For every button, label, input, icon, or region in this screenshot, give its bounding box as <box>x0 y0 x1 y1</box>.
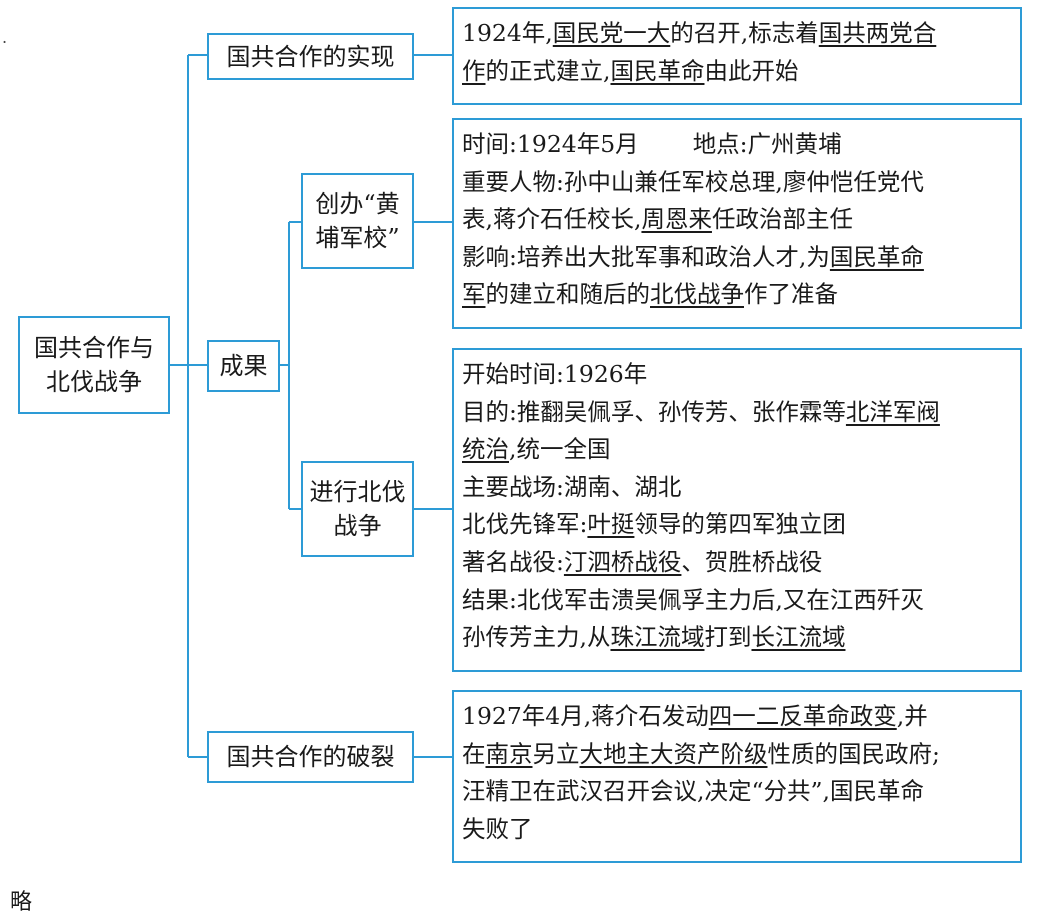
detail-whampoa: 时间:1924年5月地点:广州黄埔 重要人物:孙中山兼任军校总理,廖仲恺任党代 … <box>452 118 1022 329</box>
whampoa-people-line2: 表,蒋介石任校长,周恩来任政治部主任 <box>462 201 1012 239</box>
split-line2: 在南京另立大地主大资产阶级性质的国民政府; <box>462 736 1012 774</box>
key-term: 珠江流域 <box>610 623 705 652</box>
split-line1: 1927年4月,蒋介石发动四一二反革命政变,并 <box>462 698 1012 736</box>
branch-realize-label: 国共合作的实现 <box>226 42 395 71</box>
text-segment: 1924年, <box>462 19 553 47</box>
whampoa-label-line1: 创办“黄 <box>315 190 400 218</box>
split-line4: 失败了 <box>462 814 533 843</box>
expedition-goal-line1: 目的:推翻吴佩孚、孙传芳、张作霖等北洋军阀 <box>462 394 1012 432</box>
text-segment: 在 <box>462 739 486 768</box>
branch-split: 国共合作的破裂 <box>207 731 414 783</box>
expedition-vanguard: 北伐先锋军:叶挺领导的第四军独立团 <box>462 506 1012 544</box>
key-term: 统治 <box>462 435 509 464</box>
expedition-start: 开始时间:1926年 <box>462 360 648 388</box>
key-term: 南京 <box>485 739 533 768</box>
key-term: 国共两党合 <box>818 19 937 47</box>
whampoa-time: 时间:1924年5月 <box>462 130 639 158</box>
text-segment: 影响:培养出大批军事和政治人才,为 <box>462 242 830 271</box>
detail-split: 1927年4月,蒋介石发动四一二反革命政变,并 在南京另立大地主大资产阶级性质的… <box>452 690 1022 863</box>
key-term: 国民革命 <box>829 242 924 271</box>
root-label-line2: 北伐战争 <box>46 368 142 396</box>
key-term: 国民革命 <box>610 56 705 85</box>
key-term: 作 <box>462 56 486 85</box>
key-term: 汀泗桥战役 <box>563 547 682 576</box>
text-segment: 1927年4月,蒋介石发动 <box>462 702 709 730</box>
expedition-label-line2: 战争 <box>333 512 382 540</box>
branch-whampoa: 创办“黄 埔军校” <box>301 173 414 269</box>
text-segment: ,并 <box>896 702 928 730</box>
key-term: 四一二反革命政变 <box>708 702 897 730</box>
expedition-result-line2: 孙传芳主力,从珠江流域打到长江流域 <box>462 619 1012 657</box>
expedition-result-line1: 结果:北伐军击溃吴佩孚主力后,又在江西歼灭 <box>462 585 924 614</box>
split-line3: 汪精卫在武汉召开会议,决定“分共”,国民革命 <box>462 777 924 806</box>
root-node: 国共合作与 北伐战争 <box>18 316 170 414</box>
key-term: 国民党一大 <box>552 19 671 47</box>
text-segment: 另立 <box>532 739 580 768</box>
expedition-battlefield: 主要战场:湖南、湖北 <box>462 472 682 501</box>
detail-expedition: 开始时间:1926年 目的:推翻吴佩孚、孙传芳、张作霖等北洋军阀 统治,统一全国… <box>452 348 1022 672</box>
whampoa-label-line2: 埔军校” <box>315 224 400 252</box>
text-segment: 著名战役: <box>462 547 564 576</box>
whampoa-time-place: 时间:1924年5月 地点:广州黄埔 <box>462 126 1012 164</box>
detail-realize: 1924年,国民党一大的召开,标志着国共两党合 作的正式建立,国民革命由此开始 <box>452 7 1022 105</box>
expedition-battles: 著名战役:汀泗桥战役、贺胜桥战役 <box>462 544 1012 582</box>
text-segment: ,统一全国 <box>509 435 611 464</box>
text-segment: 表,蒋介石任校长, <box>462 205 642 234</box>
text-segment: 的召开,标志着 <box>670 19 819 47</box>
text-segment: 作了准备 <box>744 280 838 309</box>
whampoa-impact-line1: 影响:培养出大批军事和政治人才,为国民革命 <box>462 239 1012 277</box>
key-term: 军 <box>462 280 486 309</box>
text-segment: 领导的第四军独立团 <box>634 510 846 539</box>
whampoa-place: 地点:广州黄埔 <box>692 130 842 158</box>
expedition-label-line1: 进行北伐 <box>309 478 406 506</box>
key-term: 周恩来 <box>641 205 712 234</box>
key-term: 长江流域 <box>751 623 846 652</box>
footer-note: 略 <box>10 890 33 915</box>
text-segment: 孙传芳主力,从 <box>462 623 611 652</box>
key-term: 大地主大资产阶级 <box>579 739 768 768</box>
key-term: 北洋军阀 <box>845 397 940 426</box>
text-segment: 打到 <box>704 623 752 652</box>
text-segment: 由此开始 <box>704 56 799 85</box>
stray-mark: . <box>2 28 8 47</box>
text-segment: 北伐先锋军: <box>462 510 588 539</box>
branch-split-label: 国共合作的破裂 <box>226 743 395 771</box>
key-term: 北伐战争 <box>650 280 744 309</box>
branch-result-label: 成果 <box>219 352 268 380</box>
branch-result: 成果 <box>207 340 280 392</box>
detail-realize-line1: 1924年,国民党一大的召开,标志着国共两党合 <box>462 15 1012 53</box>
text-segment: 的建立和随后的 <box>485 280 651 309</box>
text-segment: 目的:推翻吴佩孚、孙传芳、张作霖等 <box>462 397 846 426</box>
whampoa-people-line1: 重要人物:孙中山兼任军校总理,廖仲恺任党代 <box>462 167 924 196</box>
detail-realize-line2: 作的正式建立,国民革命由此开始 <box>462 53 1012 91</box>
root-label-line1: 国共合作与 <box>34 334 154 362</box>
key-term: 叶挺 <box>587 510 635 539</box>
text-segment: 的正式建立, <box>485 56 611 85</box>
branch-realize: 国共合作的实现 <box>207 33 414 80</box>
expedition-goal-line2: 统治,统一全国 <box>462 431 1012 469</box>
text-segment: 、贺胜桥战役 <box>681 547 823 576</box>
text-segment: 任政治部主任 <box>711 205 853 234</box>
whampoa-impact-line2: 军的建立和随后的北伐战争作了准备 <box>462 276 1012 314</box>
text-segment: 性质的国民政府; <box>767 739 940 768</box>
branch-expedition: 进行北伐 战争 <box>301 461 414 557</box>
